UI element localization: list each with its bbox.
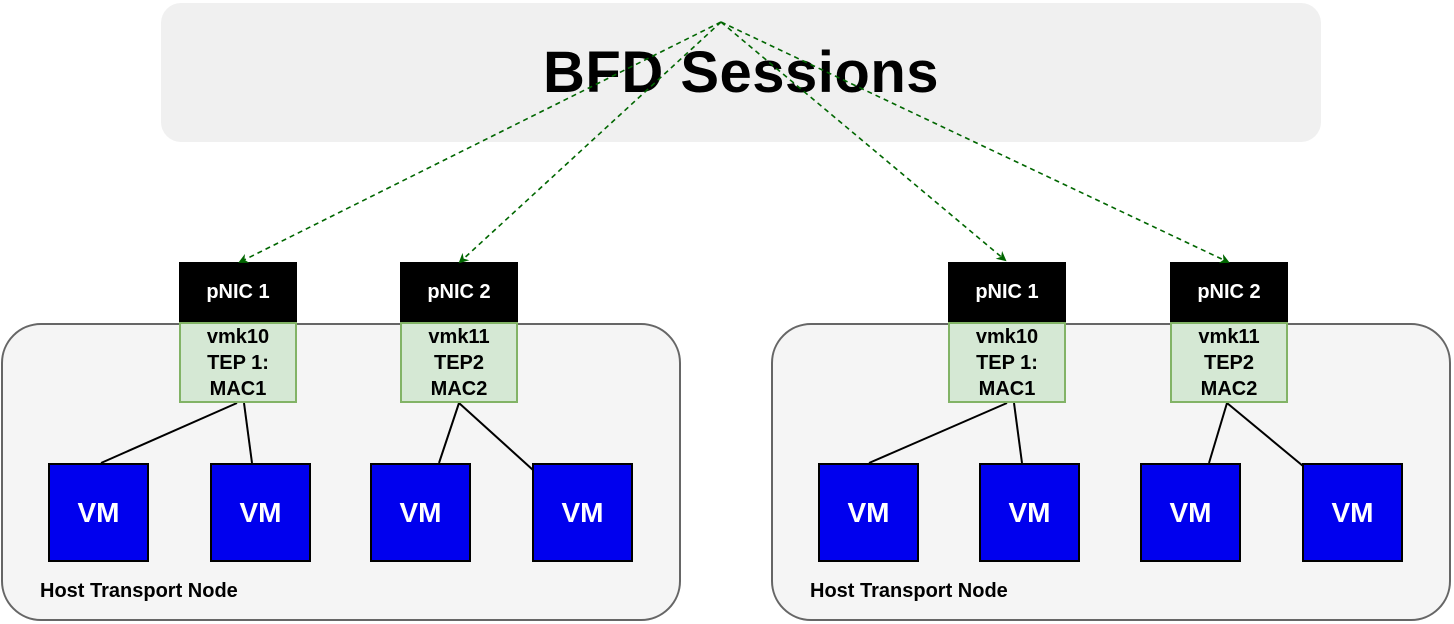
- pnic-1-host-2: pNIC 1: [948, 262, 1066, 322]
- mac-label: MAC2: [430, 377, 488, 400]
- vm-box: VM: [532, 463, 633, 562]
- pnic-2-host-2: pNIC 2: [1170, 262, 1288, 322]
- tep-box-2-host-2: vmk11 TEP2 MAC2: [1170, 322, 1288, 403]
- bfd-sessions-banner: BFD Sessions: [161, 3, 1321, 142]
- tep-box-2-host-1: vmk11 TEP2 MAC2: [400, 322, 518, 403]
- vmk-label: vmk11: [1198, 325, 1260, 348]
- mac-label: MAC1: [209, 377, 267, 400]
- vm-box: VM: [979, 463, 1080, 562]
- tep-label: TEP2: [433, 351, 485, 374]
- vm-box: VM: [818, 463, 919, 562]
- vm-box: VM: [1140, 463, 1241, 562]
- host-label: Host Transport Node: [810, 580, 1008, 602]
- vmk-label: vmk10: [975, 325, 1039, 348]
- mac-label: MAC1: [978, 377, 1036, 400]
- tep-label: TEP 1:: [976, 351, 1038, 374]
- host-label: Host Transport Node: [40, 580, 238, 602]
- vmk-label: vmk11: [428, 325, 490, 348]
- vm-box: VM: [1302, 463, 1403, 562]
- mac-label: MAC2: [1200, 377, 1258, 400]
- pnic-1-host-1: pNIC 1: [179, 262, 297, 322]
- vm-box: VM: [210, 463, 311, 562]
- pnic-2-host-1: pNIC 2: [400, 262, 518, 322]
- vm-box: VM: [48, 463, 149, 562]
- bfd-sessions-title: BFD Sessions: [543, 40, 939, 105]
- tep-box-1-host-2: vmk10 TEP 1: MAC1: [948, 322, 1066, 403]
- tep-label: TEP 1:: [207, 351, 269, 374]
- vm-box: VM: [370, 463, 471, 562]
- tep-label: TEP2: [1203, 351, 1255, 374]
- tep-box-1-host-1: vmk10 TEP 1: MAC1: [179, 322, 297, 403]
- vmk-label: vmk10: [206, 325, 270, 348]
